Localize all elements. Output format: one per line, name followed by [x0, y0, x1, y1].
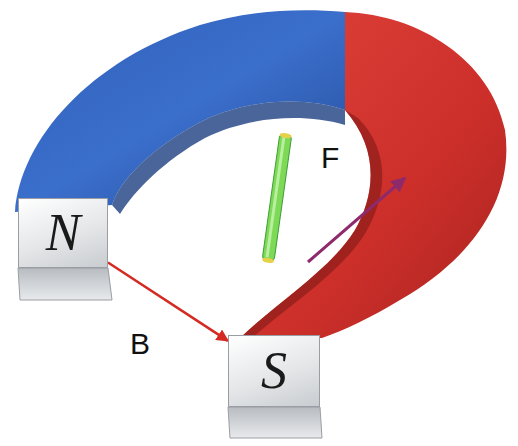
pole-side [18, 268, 112, 300]
field-label: B [127, 328, 153, 360]
conductor-rod [262, 132, 292, 263]
magnet-south-arm [240, 12, 506, 338]
force-arrow [308, 178, 405, 262]
magnet-arm-shade [240, 110, 382, 338]
pole-letter: S [261, 345, 287, 397]
pole-face: S [228, 335, 320, 407]
pole-letter: N [46, 207, 81, 259]
force-label: F [318, 142, 342, 174]
pole-side [228, 407, 322, 438]
pole-face: N [18, 198, 108, 268]
magnet-arm-shade [112, 102, 345, 214]
